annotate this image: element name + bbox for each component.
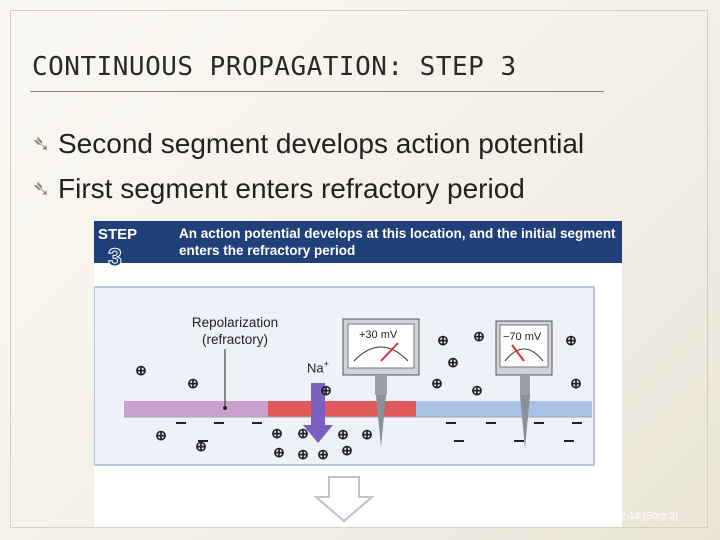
meter-1-dial [353, 346, 409, 362]
meter-2-needle [511, 344, 525, 362]
bullet-item-2: ➴ First segment enters refractory period [32, 173, 525, 205]
positive-ion: ⊕ [187, 375, 199, 391]
sodium-arrow-shaft [311, 383, 325, 427]
meter-right-readout: −70 mV [503, 331, 542, 343]
axon-diagram [94, 286, 595, 523]
meter-left-readout: +30 mV [359, 329, 398, 341]
positive-ion: ⊕ [320, 382, 332, 398]
meter-1-probe [376, 395, 386, 447]
hollow-arrow-bullet-icon: ➴ [32, 131, 51, 156]
figure-credit: 2-14 (Step 3) [620, 511, 679, 522]
meter-2-stem [520, 375, 530, 395]
positive-ion: ⊕ [337, 426, 349, 442]
positive-ion: ⊕ [297, 425, 309, 441]
axon-panel [94, 286, 595, 466]
negative-charges [176, 422, 582, 442]
positive-ion: ⊕ [437, 332, 449, 348]
active-segment [268, 401, 416, 417]
meter-1-needle [380, 342, 399, 362]
slide-title: CONTINUOUS PROPAGATION: STEP 3 [32, 52, 517, 82]
hollow-arrow-bullet-icon: ➴ [32, 176, 51, 201]
positive-ion: ⊕ [570, 375, 582, 391]
title-underline [30, 91, 604, 92]
positive-ion: ⊕ [447, 354, 459, 370]
pointer-dot [223, 406, 227, 410]
positive-ion: ⊕ [361, 426, 373, 442]
slide-frame [10, 10, 708, 528]
positive-ion: ⊕ [565, 332, 577, 348]
resting-segment [416, 401, 592, 417]
positive-ion: ⊕ [135, 362, 147, 378]
next-step-arrow [313, 476, 375, 523]
positive-ion: ⊕ [271, 425, 283, 441]
positive-ion: ⊕ [471, 382, 483, 398]
refractory-segment [124, 401, 268, 417]
sodium-arrow-head [303, 425, 333, 443]
positive-ion: ⊕ [155, 427, 167, 443]
step-number: 3 [108, 244, 123, 273]
positive-ion: ⊕ [273, 444, 285, 460]
meter-2-dial [504, 348, 544, 362]
sodium-label: Na+ [307, 359, 329, 376]
figure-header: STEP 3 An action potential develops at t… [94, 221, 622, 273]
figure-caption: An action potential develops at this loc… [179, 226, 616, 258]
meter-2-probe [520, 395, 530, 449]
bullet-text-1: Second segment develops action potential [58, 128, 585, 159]
positive-ion: ⊕ [317, 446, 329, 462]
positive-ion: ⊕ [297, 446, 309, 462]
propagation-figure: STEP 3 An action potential develops at t… [94, 221, 622, 527]
bullet-item-1: ➴ Second segment develops action potentia… [32, 128, 584, 160]
positive-ion: ⊕ [473, 328, 485, 344]
positive-ion: ⊕ [341, 442, 353, 458]
meter-1-stem [375, 375, 387, 395]
repolarization-label: Repolarization (refractory) [191, 315, 279, 347]
step-word: STEP [98, 226, 138, 243]
positive-ion: ⊕ [431, 375, 443, 391]
positive-ion: ⊕ [195, 438, 207, 454]
bullet-text-2: First segment enters refractory period [58, 173, 525, 204]
